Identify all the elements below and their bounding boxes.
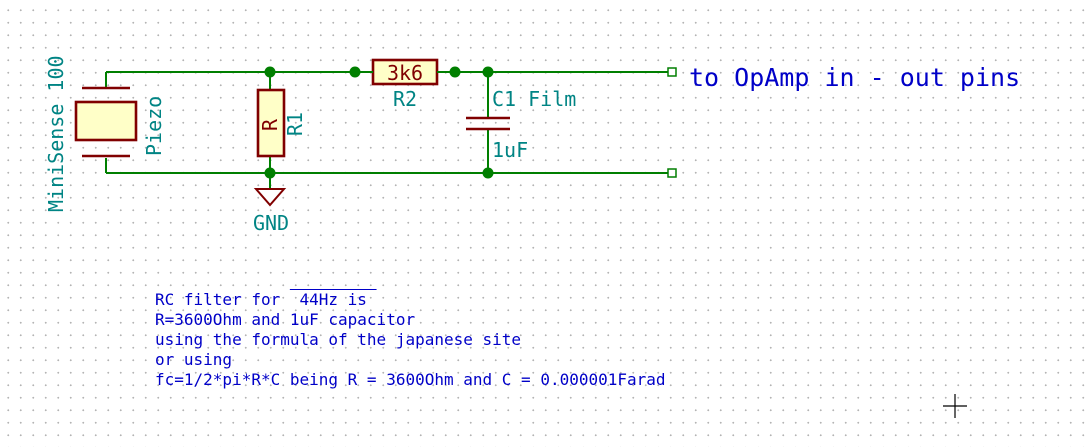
note-line-5: fc=1/2*pi*R*C being R = 3600Ohm and C = …	[155, 370, 666, 389]
junction-c1-bottom[interactable]	[482, 167, 494, 179]
wires	[105, 71, 672, 189]
piezo-ref-label[interactable]: Piezo	[142, 96, 166, 156]
piezo-symbol[interactable]: Piezo MiniSense 100	[44, 55, 166, 212]
resistor-r2[interactable]: 3k6 R2	[355, 58, 455, 111]
c1-value-label[interactable]: 1uF	[492, 138, 528, 162]
piezo-body	[74, 100, 138, 142]
r2-value-label[interactable]: 3k6	[387, 61, 423, 85]
crosshair-cursor-icon	[943, 394, 967, 418]
port-top[interactable]	[667, 67, 677, 77]
gnd-triangle	[253, 188, 287, 207]
note-line-1-overlined: 44Hz is	[289, 290, 377, 309]
rc-filter-note[interactable]: RC filter for 44Hz is R=3600Ohm and 1uF …	[155, 290, 666, 390]
piezo-value-label[interactable]: MiniSense 100	[44, 55, 68, 212]
port-bottom[interactable]	[667, 168, 677, 178]
c1-ref-label[interactable]: C1 Film	[492, 87, 576, 111]
r2-ref-label[interactable]: R2	[393, 87, 417, 111]
gnd-symbol[interactable]: GND	[253, 188, 289, 235]
gnd-label[interactable]: GND	[253, 211, 289, 235]
note-line-3: using the formula of the japanese site	[155, 330, 522, 349]
note-line-1-prefix: RC filter for	[155, 290, 290, 309]
note-line-4: or using	[155, 350, 233, 369]
opamp-net-label[interactable]: to OpAmp in - out pins	[689, 63, 1020, 92]
r1-value-label[interactable]: R	[258, 118, 282, 131]
note-line-2: R=3600Ohm and 1uF capacitor	[155, 310, 416, 329]
junction-c1-top[interactable]	[482, 66, 494, 78]
r1-body	[256, 88, 286, 158]
capacitor-c1[interactable]: C1 Film 1uF	[466, 87, 576, 162]
resistor-r1[interactable]: R R1	[256, 88, 307, 158]
output-ports	[667, 67, 677, 178]
note-line-1: RC filter for 44Hz is	[155, 290, 666, 310]
junction-r1-top[interactable]	[264, 66, 276, 78]
r1-ref-label[interactable]: R1	[283, 112, 307, 136]
junction-r1-bottom[interactable]	[264, 167, 276, 179]
